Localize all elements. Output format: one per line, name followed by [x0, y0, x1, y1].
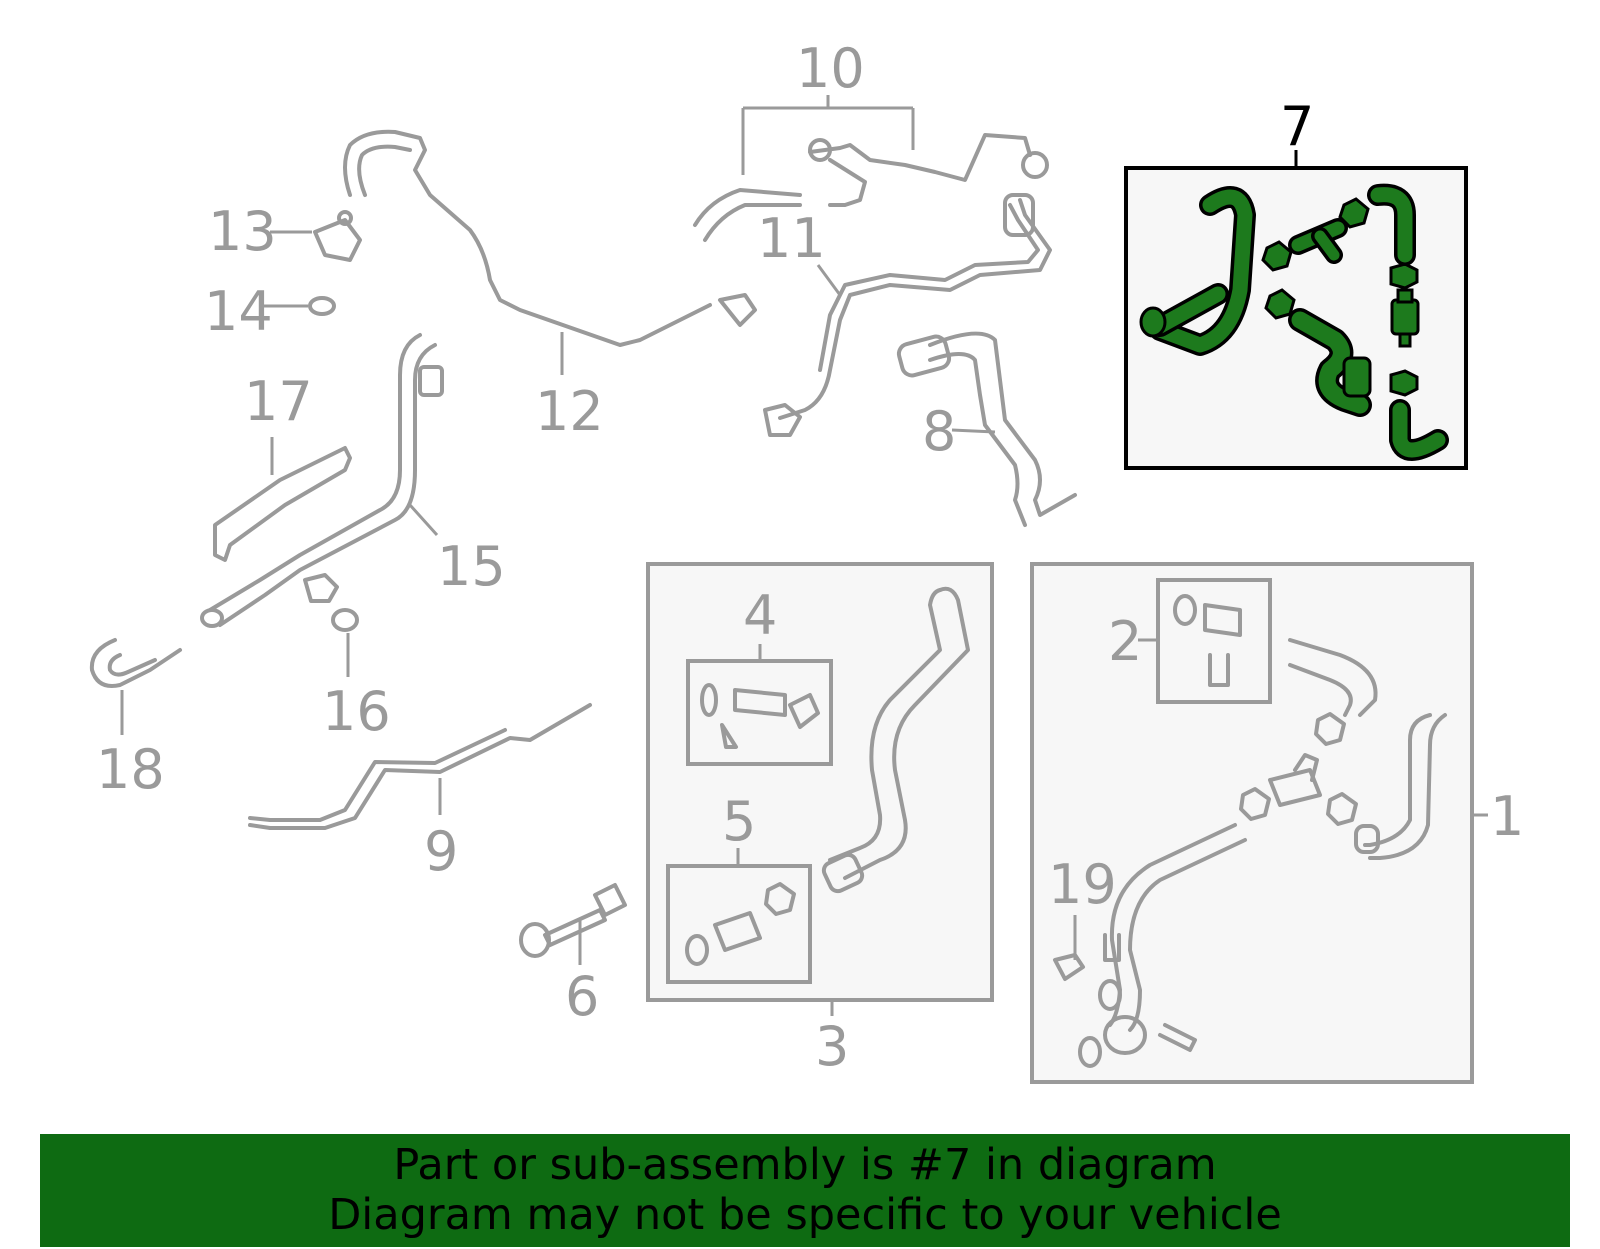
- callout-2[interactable]: 2: [1108, 610, 1142, 673]
- callout-4[interactable]: 4: [743, 584, 777, 647]
- banner-line-2: Diagram may not be specific to your vehi…: [328, 1190, 1282, 1240]
- callout-18[interactable]: 18: [96, 738, 165, 801]
- callout-10[interactable]: 10: [796, 37, 865, 100]
- callout-9[interactable]: 9: [424, 820, 458, 883]
- assembly-3-group[interactable]: [646, 562, 994, 1016]
- leader-lines: [120, 95, 1077, 965]
- callout-15[interactable]: 15: [437, 535, 506, 598]
- assembly-7-hoses: [1139, 183, 1449, 461]
- callout-11[interactable]: 11: [757, 207, 826, 270]
- callout-6[interactable]: 6: [565, 965, 599, 1028]
- callout-1[interactable]: 1: [1490, 785, 1524, 848]
- assembly-1-group[interactable]: [1030, 562, 1488, 1084]
- info-banner: Part or sub-assembly is #7 in diagram Di…: [40, 1134, 1570, 1247]
- callout-3[interactable]: 3: [815, 1015, 849, 1078]
- banner-line-1: Part or sub-assembly is #7 in diagram: [393, 1140, 1217, 1190]
- callout-16[interactable]: 16: [322, 680, 391, 743]
- callout-13[interactable]: 13: [208, 200, 277, 263]
- callout-17[interactable]: 17: [244, 370, 313, 433]
- callout-labels: 1 2 3 4 5 6 7 8 9 10 11 12 13 14 15 16 1…: [96, 37, 1524, 1078]
- callout-12[interactable]: 12: [535, 380, 604, 443]
- callout-14[interactable]: 14: [204, 280, 273, 343]
- callout-8[interactable]: 8: [922, 400, 956, 463]
- subassembly-5-box: [666, 864, 812, 984]
- callout-7[interactable]: 7: [1280, 95, 1314, 158]
- assembly-7-group[interactable]: [1124, 150, 1468, 470]
- callout-19[interactable]: 19: [1048, 853, 1117, 916]
- loose-parts: [89, 129, 1077, 958]
- callout-5[interactable]: 5: [722, 790, 756, 853]
